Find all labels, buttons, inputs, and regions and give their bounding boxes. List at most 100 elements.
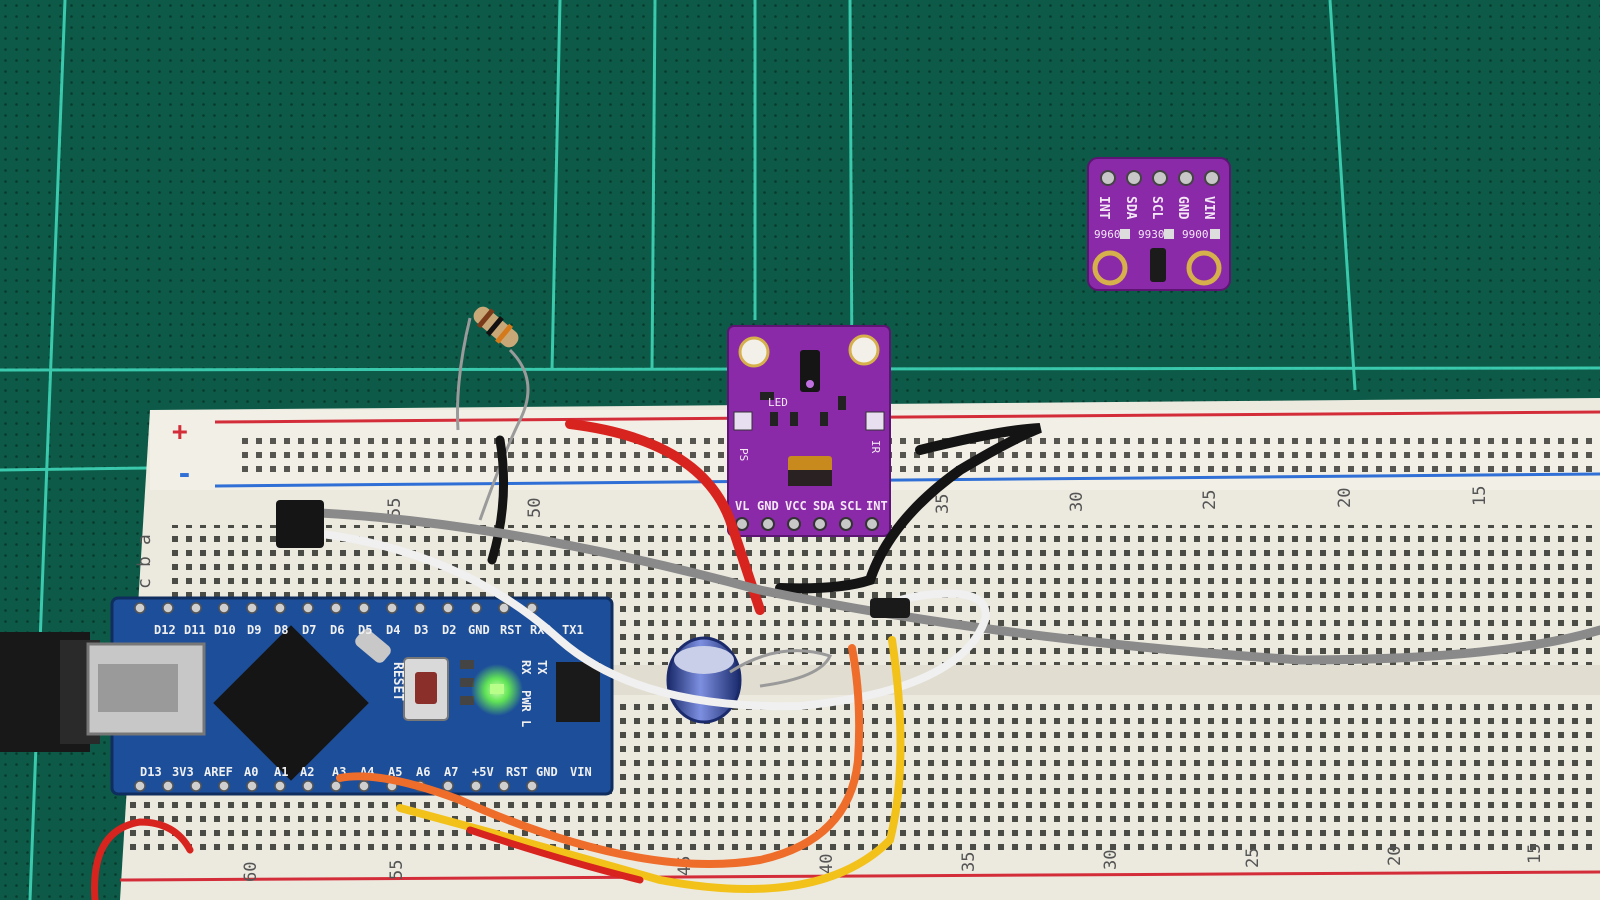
nano-pin-rst: RST — [500, 623, 522, 637]
rail-minus-label: - — [176, 457, 193, 490]
rail-red-line-top — [214, 410, 1600, 424]
wire-black-top — [775, 423, 1042, 594]
main-mount-hole-left — [738, 336, 770, 368]
col-num-top-15: 15 — [1470, 486, 1490, 506]
nano-pin-5v: +5V — [472, 765, 494, 779]
small-pin-int: INT — [1096, 196, 1111, 220]
small-pin-scl: SCL — [1149, 196, 1164, 220]
jumper-wires — [91, 419, 1600, 900]
main-pin-scl: SCL — [840, 499, 862, 513]
nano-pin-a2: A2 — [300, 765, 314, 779]
wire-red-bottom-2 — [466, 826, 644, 884]
main-pin-int: INT — [866, 499, 888, 513]
col-num-bottom-30: 30 — [1101, 850, 1121, 870]
nano-pin-a7: A7 — [444, 765, 458, 779]
small-option-9960: 9960 — [1094, 228, 1121, 241]
led-label-tx: TX — [535, 660, 549, 675]
sensor-main-board: PS IR LED VL GND VCC SDA SCL INT — [727, 325, 891, 537]
resistor — [456, 306, 530, 521]
row-letter-c: c — [134, 578, 155, 589]
led-label-pwr: PWR — [519, 690, 533, 712]
nano-pin-d4: D4 — [386, 623, 400, 637]
reset-label: RESET — [390, 662, 405, 701]
main-pin-vcc: VCC — [785, 499, 807, 513]
main-jumper-led: LED — [768, 396, 788, 409]
col-num-bottom-20: 20 — [1385, 846, 1405, 866]
rail-red-line-bottom — [119, 870, 1600, 882]
arduino-nano-board: RESET RX TX PWR L D12 D11 D10 D9 — [86, 596, 614, 796]
col-num-top-35: 35 — [933, 494, 953, 514]
row-letters: a b c — [134, 534, 155, 589]
wire-end-black — [870, 598, 910, 618]
col-num-bottom-35: 35 — [959, 852, 979, 872]
nano-pin-d6: D6 — [330, 623, 344, 637]
wire-orange — [336, 644, 864, 868]
small-option-9900: 9900 — [1182, 228, 1209, 241]
small-option-9930: 9930 — [1138, 228, 1165, 241]
small-pin-gnd: GND — [1175, 196, 1190, 220]
main-mount-hole-right — [848, 334, 880, 366]
wire-gray — [295, 507, 1600, 665]
row-letter-a: a — [134, 534, 155, 545]
nano-pin-d3: D3 — [414, 623, 428, 637]
nano-pin-gnd-2: GND — [536, 765, 558, 779]
col-num-bottom-40: 40 — [817, 854, 837, 874]
small-mount-hole-left — [1092, 250, 1128, 286]
col-num-top-25: 25 — [1200, 490, 1220, 510]
sensor-small-board: INT SDA SCL GND VIN 9960 9930 9900 — [1087, 157, 1231, 291]
small-pin-vin: VIN — [1201, 196, 1216, 220]
microcontroller-chip — [213, 625, 369, 781]
nano-pin-rst-2: RST — [506, 765, 528, 779]
nano-pin-3v3: 3V3 — [172, 765, 194, 779]
col-num-bottom-25: 25 — [1243, 848, 1263, 868]
nano-pin-d2: D2 — [442, 623, 456, 637]
col-num-top-50: 50 — [525, 498, 545, 518]
nano-pin-aref: AREF — [204, 765, 233, 779]
small-sensor-chip — [1150, 248, 1166, 282]
main-pin-sda: SDA — [813, 499, 835, 513]
rail-blue-line-top — [214, 472, 1600, 488]
nano-pin-a1: A1 — [274, 765, 288, 779]
nano-pin-d10: D10 — [214, 623, 236, 637]
col-num-top-55: 55 — [385, 498, 405, 518]
wire-red-top — [565, 419, 765, 615]
led-label-rx: RX — [519, 660, 533, 675]
row-letter-b: b — [134, 556, 155, 567]
rail-plus-label: + — [172, 417, 188, 447]
nano-pin-gnd: GND — [468, 623, 490, 637]
nano-pin-d13: D13 — [140, 765, 162, 779]
nano-pin-d9: D9 — [247, 623, 261, 637]
main-pin-gnd: GND — [757, 499, 779, 513]
nano-pin-d11: D11 — [184, 623, 206, 637]
wire-yellow — [396, 636, 905, 893]
nano-pin-tx1: TX1 — [562, 623, 584, 637]
small-mount-hole-right — [1186, 250, 1222, 286]
main-jumper-ps: PS — [737, 448, 750, 461]
col-num-bottom-55: 55 — [387, 860, 407, 880]
wire-black-resistor — [487, 435, 509, 565]
crystal — [355, 629, 391, 663]
wire-red-bottom — [91, 818, 194, 900]
col-num-bottom-60: 60 — [241, 862, 261, 882]
nano-pin-vin: VIN — [570, 765, 592, 779]
nano-pin-d5: D5 — [358, 623, 372, 637]
col-num-top-30: 30 — [1067, 492, 1087, 512]
small-pin-sda: SDA — [1123, 196, 1138, 220]
status-leds — [460, 660, 523, 716]
nano-pin-d8: D8 — [274, 623, 288, 637]
wire-white — [276, 526, 990, 711]
icsp-header — [556, 662, 600, 722]
nano-pin-a6: A6 — [416, 765, 430, 779]
nano-pin-d7: D7 — [302, 623, 316, 637]
main-jumper-ir: IR — [869, 440, 882, 454]
wire-connector-housing — [276, 500, 324, 548]
usb-cable — [0, 632, 100, 752]
nano-pin-a5: A5 — [388, 765, 402, 779]
main-pin-vl: VL — [735, 499, 749, 513]
col-num-top-20: 20 — [1335, 488, 1355, 508]
nano-pin-d12: D12 — [154, 623, 176, 637]
main-sensor-chip — [800, 350, 820, 392]
nano-pin-a0: A0 — [244, 765, 258, 779]
col-num-bottom-15: 15 — [1525, 844, 1545, 864]
